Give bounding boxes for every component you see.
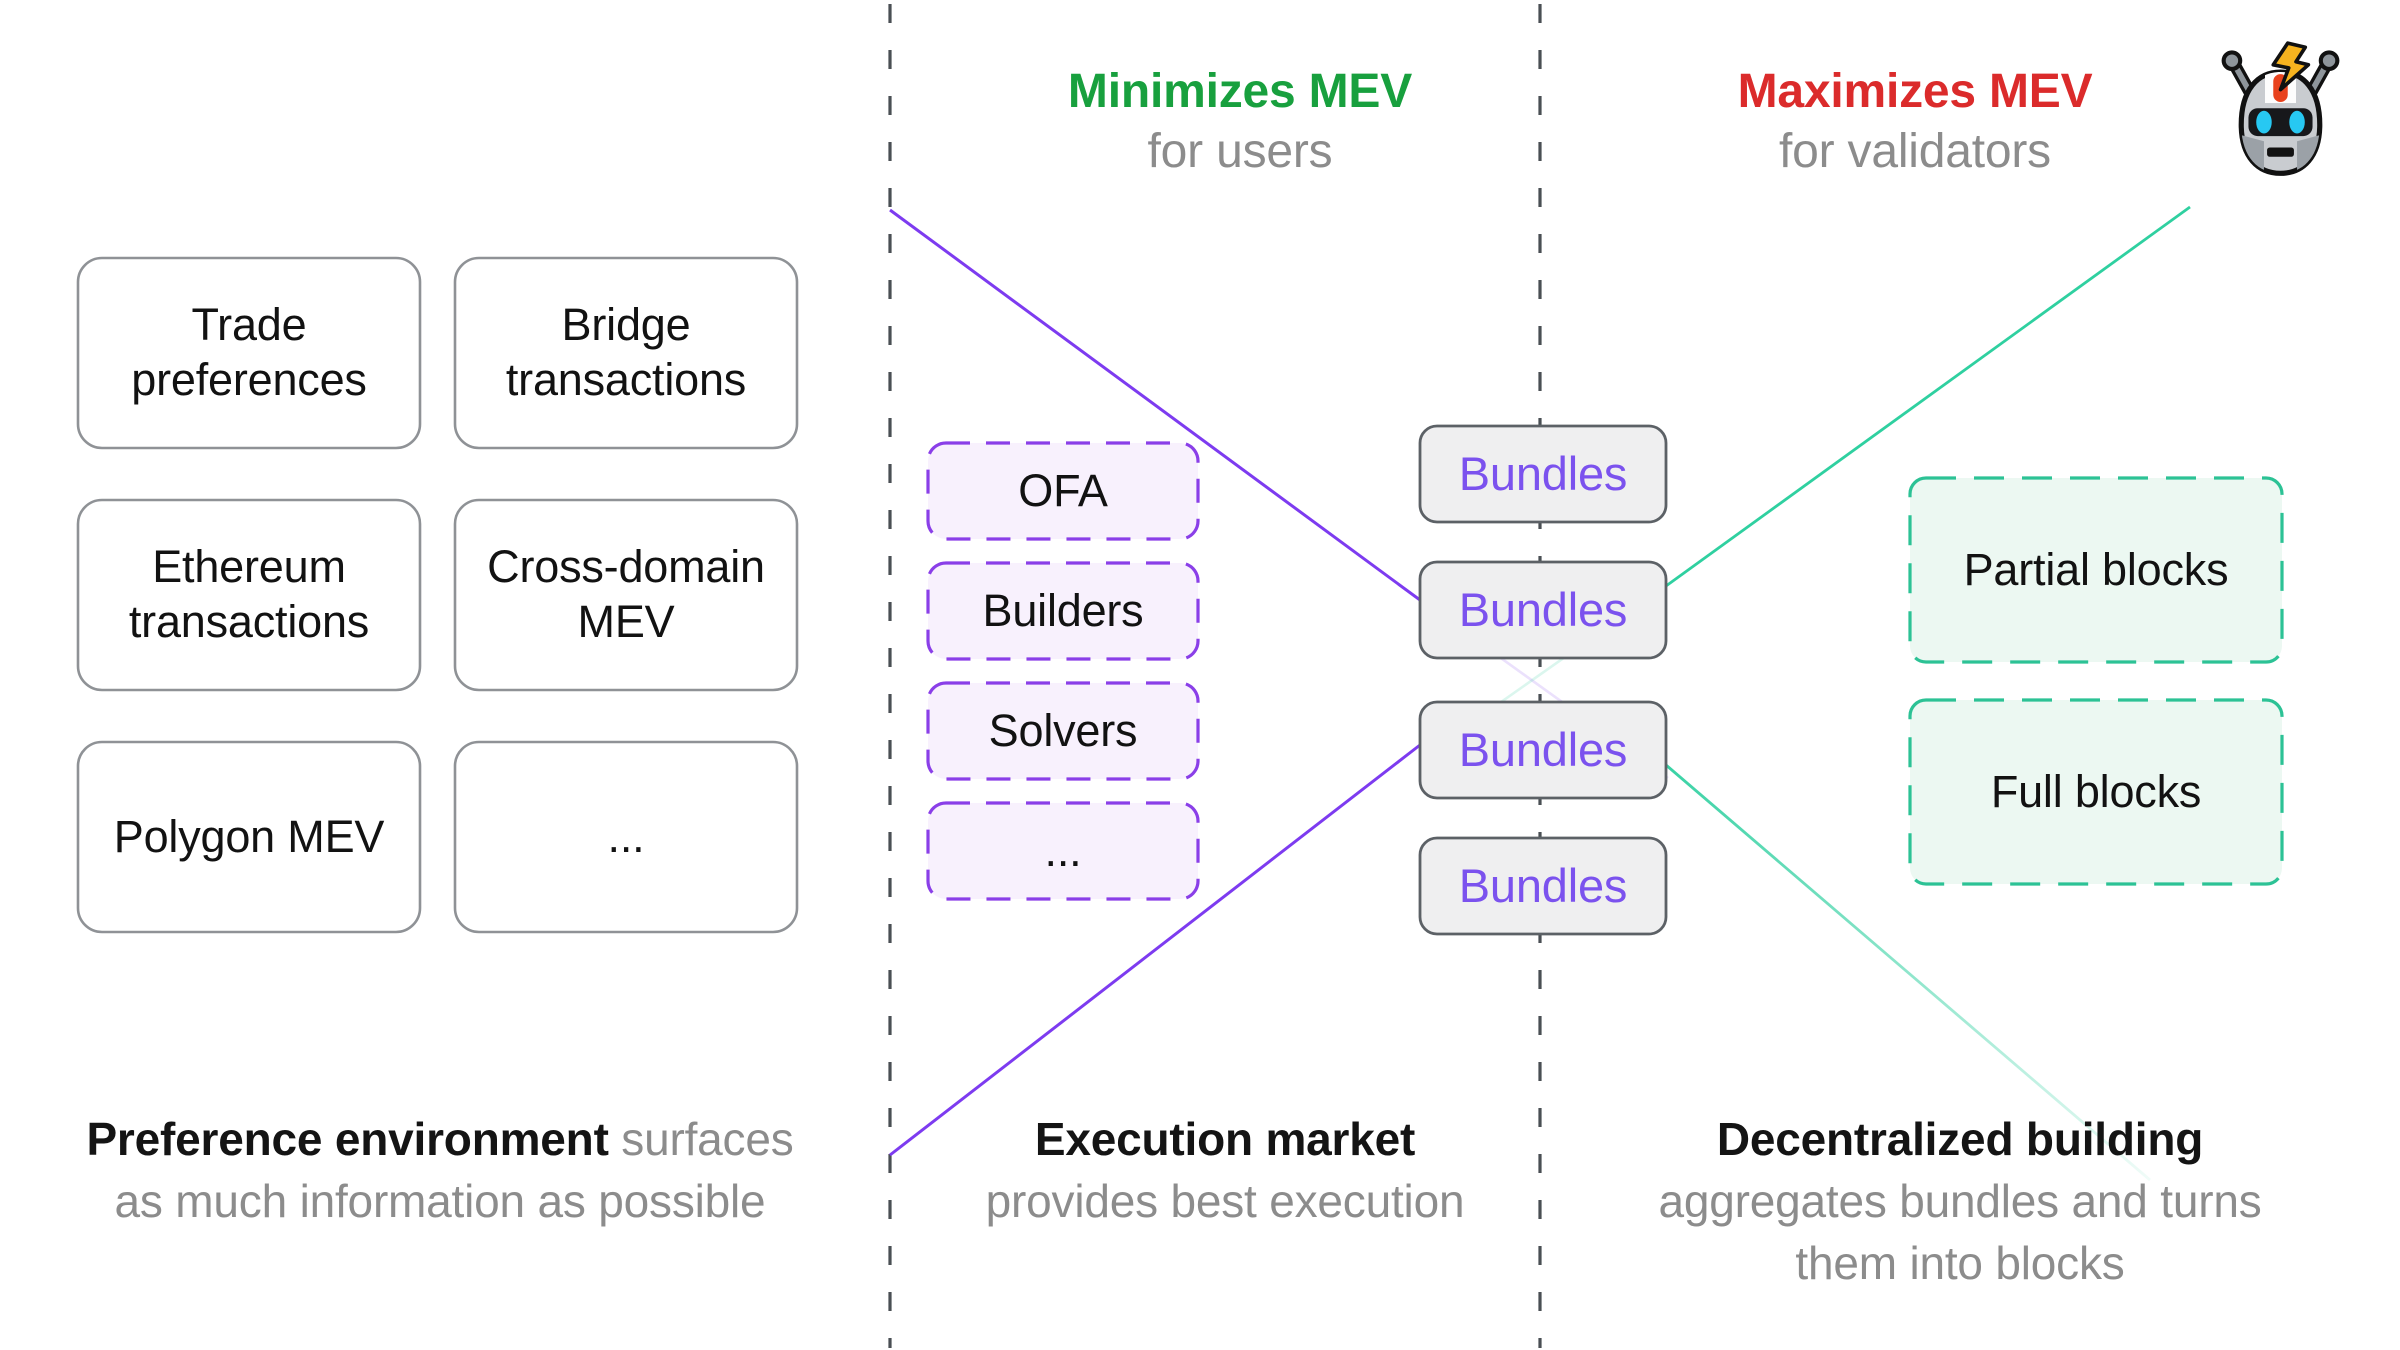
minimizes-mev-title: Minimizes MEV xyxy=(1067,65,1413,118)
mev-bot-robot-icon xyxy=(2221,41,2340,176)
decentralized-building-caption-line2: aggregates bundles and turns xyxy=(1658,1175,2262,1227)
bundles-label-1: Bundles xyxy=(1458,447,1628,501)
purple-connector-top xyxy=(889,208,1421,602)
execution-market-caption: Execution market provides best execution xyxy=(900,1108,1550,1232)
trade-preferences-label: Trade preferences xyxy=(131,299,367,405)
bundles-box-3 xyxy=(1418,700,1668,800)
solvers-box xyxy=(926,681,1200,781)
preference-environment-caption: Preference environment surfaces as much … xyxy=(40,1108,840,1232)
bridge-transactions-box xyxy=(453,256,799,450)
maximizes-mev-header: Maximizes MEV for validators xyxy=(1590,62,2240,182)
ofa-box xyxy=(926,441,1200,541)
ofa-label: OFA xyxy=(1018,464,1108,516)
solvers-label: Solvers xyxy=(988,704,1138,756)
polygon-mev-box xyxy=(76,740,422,934)
execution-market-caption-line2: provides best execution xyxy=(985,1175,1465,1227)
minimizes-mev-subtitle: for users xyxy=(1147,125,1333,178)
bundles-label-2: Bundles xyxy=(1458,583,1628,637)
polygon-mev-label: Polygon MEV xyxy=(113,810,385,862)
builders-box xyxy=(926,561,1200,661)
bridge-transactions-label: Bridge transactions xyxy=(505,299,747,405)
decentralized-building-caption-line3: them into blocks xyxy=(1795,1237,2125,1289)
trade-preferences-box xyxy=(76,256,422,450)
cross-domain-mev-box xyxy=(453,498,799,692)
maximizes-mev-subtitle: for validators xyxy=(1779,125,2051,178)
ethereum-transactions-label: Ethereum transactions xyxy=(128,541,370,647)
maximizes-mev-title: Maximizes MEV xyxy=(1737,65,2093,118)
ellipsis-actors-box xyxy=(926,801,1200,901)
purple-connector-bottom xyxy=(889,743,1421,1157)
ellipsis-preferences-label: ... xyxy=(607,810,645,862)
ellipsis-actors-label: ... xyxy=(1044,824,1082,876)
bundles-box-1 xyxy=(1418,424,1668,524)
full-blocks-label: Full blocks xyxy=(1990,765,2202,817)
preference-environment-caption-line1: Preference environment surfaces xyxy=(86,1113,794,1165)
execution-market-caption-line1: Execution market xyxy=(1034,1113,1416,1165)
decentralized-building-caption-line1: Decentralized building xyxy=(1716,1113,2204,1165)
partial-blocks-label: Partial blocks xyxy=(1963,543,2229,595)
decentralized-building-caption: Decentralized building aggregates bundle… xyxy=(1630,1108,2290,1294)
green-connector-to-validator xyxy=(1665,205,2191,588)
bundles-label-3: Bundles xyxy=(1458,723,1628,777)
ethereum-transactions-box xyxy=(76,498,422,692)
full-blocks-box xyxy=(1908,698,2284,886)
bundles-box-2 xyxy=(1418,560,1668,660)
cross-domain-mev-label: Cross-domain MEV xyxy=(487,541,765,647)
builders-label: Builders xyxy=(982,584,1144,636)
bundles-box-4 xyxy=(1418,836,1668,936)
green-connector-fading xyxy=(1665,763,2151,1182)
minimizes-mev-header: Minimizes MEV for users xyxy=(915,62,1565,182)
preference-environment-caption-line2: as much information as possible xyxy=(114,1175,766,1227)
ellipsis-preferences-box xyxy=(453,740,799,934)
partial-blocks-box xyxy=(1908,476,2284,664)
bundles-label-4: Bundles xyxy=(1458,859,1628,913)
